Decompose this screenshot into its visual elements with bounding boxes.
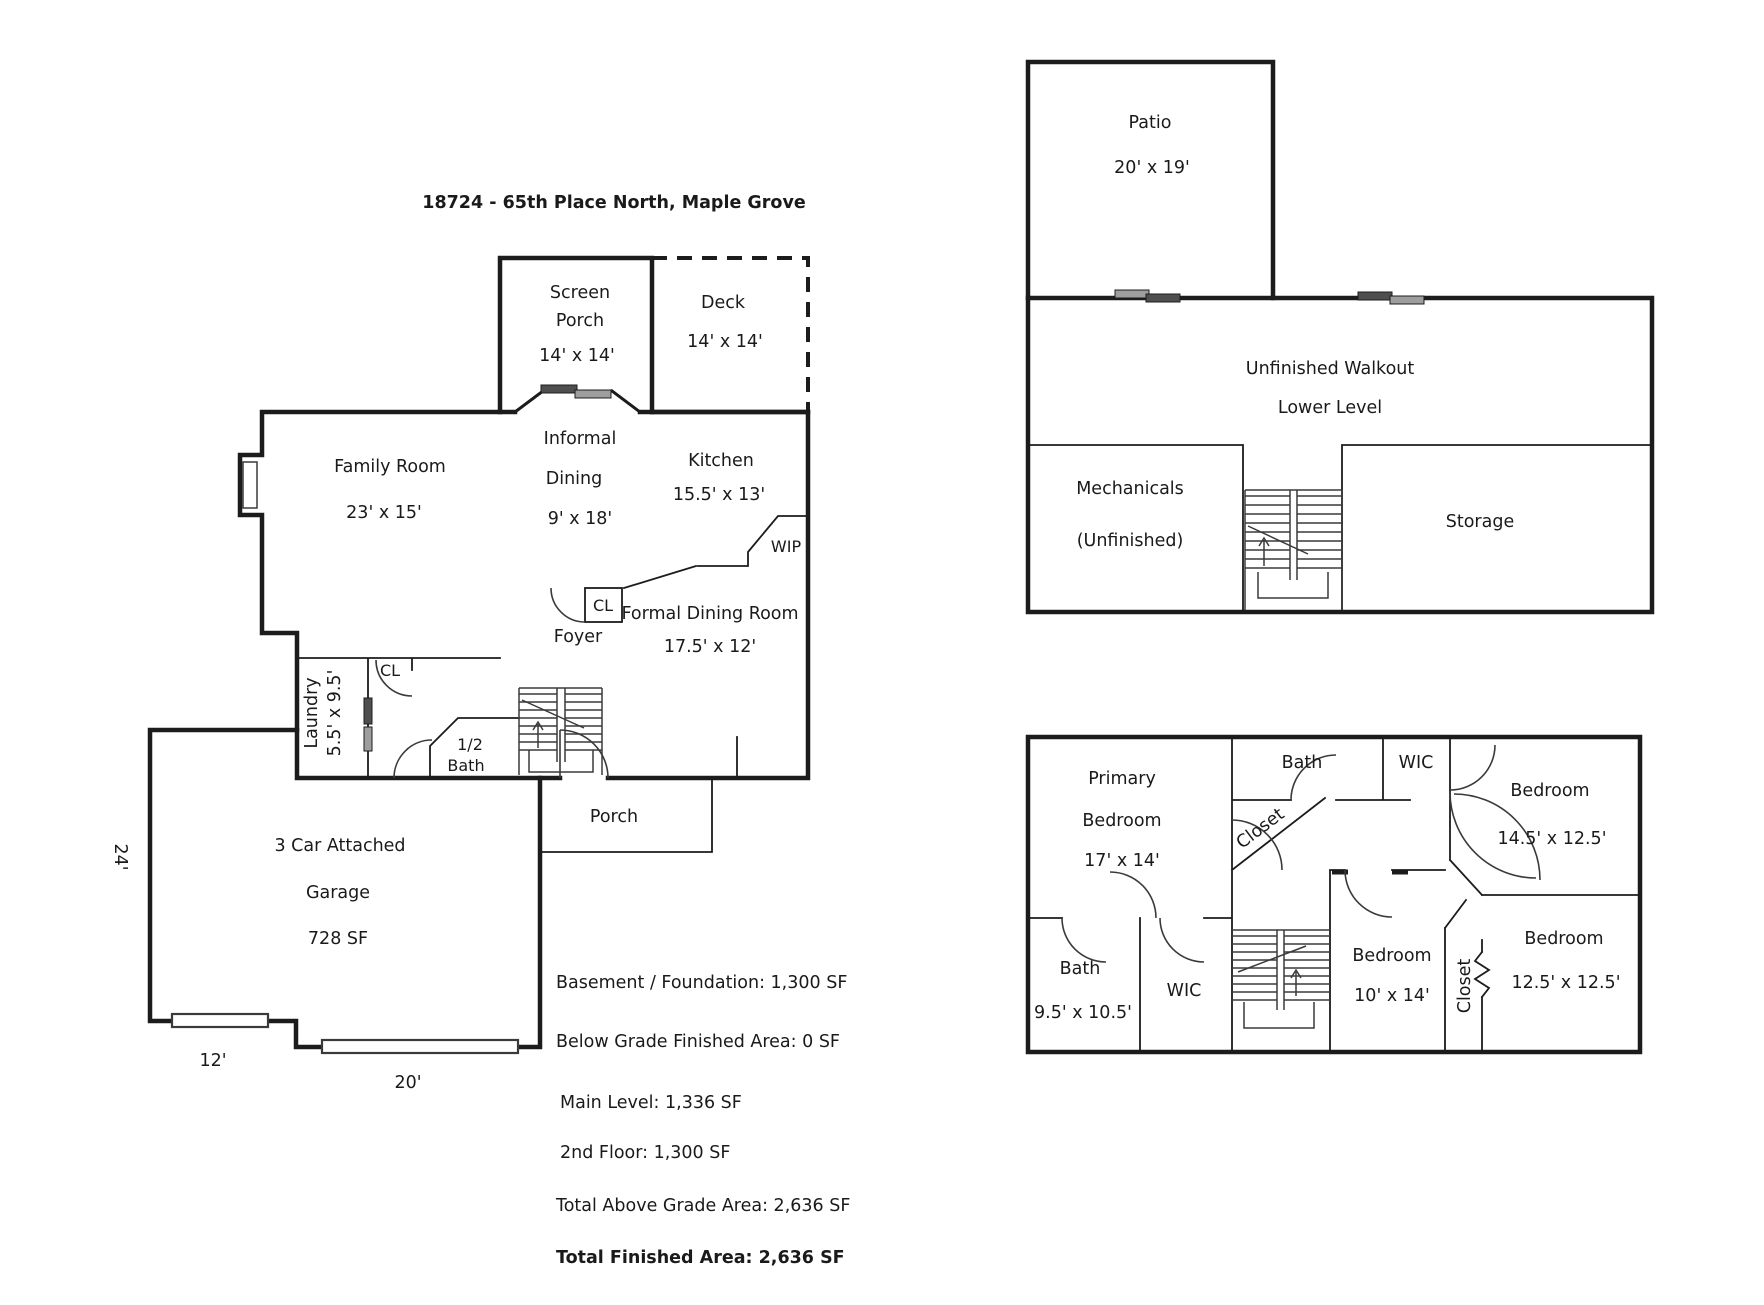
summary-total-finished: Total Finished Area: 2,636 SF: [556, 1248, 845, 1268]
summary-second-floor: 2nd Floor: 1,300 SF: [560, 1143, 730, 1163]
room-label-wic-top: WIC: [1399, 753, 1434, 773]
room-dims-bedroom-se: 12.5' x 12.5': [1511, 973, 1620, 993]
sliding-door-icon: [540, 384, 578, 394]
room-dims-kitchen: 15.5' x 13': [673, 485, 765, 505]
room-dims-patio: 20' x 19': [1114, 158, 1190, 178]
room-label-wic-lower: WIC: [1167, 981, 1202, 1001]
deck-dashed-walls: [652, 256, 810, 412]
dim-garage-depth: 24': [110, 843, 130, 870]
second-floor-outer-walls: [1025, 734, 1643, 1055]
summary-main-level: Main Level: 1,336 SF: [560, 1093, 742, 1113]
front-porch-walls: [539, 777, 713, 853]
room-label-laundry: Laundry: [302, 677, 322, 748]
room-label-walkout: Unfinished Walkout: [1246, 359, 1415, 379]
room-label-mechanicals: (Unfinished): [1077, 531, 1184, 551]
lower-level-plan: Patio 20' x 19' Unfinished Walkout Lower…: [1025, 59, 1655, 615]
room-label-bedroom-mid: Bedroom: [1352, 946, 1431, 966]
sliding-door-icon: [1114, 289, 1150, 299]
room-label-garage: 3 Car Attached: [274, 836, 405, 856]
room-label-patio: Patio: [1129, 113, 1172, 133]
room-label-garage: Garage: [306, 883, 370, 903]
room-label-hall-closet: CL: [380, 661, 400, 680]
garage-walls: [147, 727, 543, 1050]
room-dims-bath-lower: 9.5' x 10.5': [1034, 1003, 1132, 1023]
sliding-door-icon: [1145, 293, 1181, 303]
room-dims-garage: 728 SF: [308, 929, 368, 949]
garage-door-20ft-icon: [320, 1038, 520, 1055]
room-dims-formal-dining: 17.5' x 12': [664, 637, 756, 657]
foyer-closet-box: [584, 587, 623, 623]
main-level-plan: Screen Porch 14' x 14' Deck 14' x 14' Fa…: [110, 255, 811, 1093]
room-label-half-bath: 1/2: [457, 735, 483, 754]
sliding-door-icon: [1389, 295, 1425, 305]
room-label-bedroom-ne: Bedroom: [1510, 781, 1589, 801]
room-dims-bedroom-mid: 10' x 14': [1354, 986, 1430, 1006]
room-label-informal-dining: Dining: [546, 469, 603, 489]
room-label-primary-bedroom: Primary: [1088, 769, 1156, 789]
room-label-family-room: Family Room: [334, 457, 446, 477]
second-floor-plan: Primary Bedroom 17' x 14' Bath WIC Bedro…: [1025, 734, 1643, 1055]
room-dims-screen-porch: 14' x 14': [539, 346, 615, 366]
second-floor-stairs: [1232, 929, 1330, 1029]
room-label-closet-hall: Closet: [1233, 804, 1289, 853]
dim-garage-door-12: 12': [199, 1051, 226, 1071]
door-arcs-second-floor: [1061, 744, 1541, 963]
room-label-walkout: Lower Level: [1278, 398, 1382, 418]
room-dims-bedroom-ne: 14.5' x 12.5': [1497, 829, 1606, 849]
room-dims-family-room: 23' x 15': [346, 503, 422, 523]
room-label-foyer-closet: CL: [593, 596, 613, 615]
room-label-bath-lower: Bath: [1060, 959, 1101, 979]
summary-basement: Basement / Foundation: 1,300 SF: [556, 973, 847, 993]
room-label-bath-top: Bath: [1282, 753, 1323, 773]
room-dims-laundry: 5.5' x 9.5': [325, 670, 345, 757]
room-dims-primary-bedroom: 17' x 14': [1084, 851, 1160, 871]
area-summary: Basement / Foundation: 1,300 SF Below Gr…: [555, 973, 850, 1268]
room-label-primary-bedroom: Bedroom: [1082, 811, 1161, 831]
wall-break-squiggle: [1473, 950, 1491, 999]
room-label-storage: Storage: [1446, 512, 1514, 532]
lower-level-outer-walls: [1025, 295, 1655, 615]
room-label-mechanicals: Mechanicals: [1076, 479, 1184, 499]
lower-level-stairs: [1244, 489, 1343, 610]
room-label-deck: Deck: [701, 293, 746, 313]
room-label-pantry: WIP: [771, 537, 802, 556]
pocket-door-icon: [363, 726, 373, 752]
room-label-front-porch: Porch: [590, 807, 638, 827]
closet-diagonal-wall: [622, 564, 698, 590]
room-label-screen-porch: Porch: [556, 311, 604, 331]
main-house-outer-walls: [237, 409, 811, 781]
screen-porch-walls: [497, 255, 655, 415]
summary-below-grade: Below Grade Finished Area: 0 SF: [556, 1032, 840, 1052]
plan-title: 18724 - 65th Place North, Maple Grove: [422, 193, 806, 213]
main-level-stairs: [518, 687, 603, 775]
fireplace-icon: [242, 461, 258, 509]
door-arcs-main-level: [375, 587, 609, 779]
dim-garage-door-20: 20': [394, 1073, 421, 1093]
room-dims-deck: 14' x 14': [687, 332, 763, 352]
room-label-informal-dining: Informal: [544, 429, 617, 449]
sliding-door-icon: [1357, 291, 1393, 301]
patio-walls: [1025, 59, 1276, 301]
room-label-foyer: Foyer: [554, 627, 603, 647]
room-dims-informal-dining: 9' x 18': [548, 509, 613, 529]
room-label-closet-se: Closet: [1455, 959, 1475, 1014]
room-label-bedroom-se: Bedroom: [1524, 929, 1603, 949]
room-label-formal-dining: Formal Dining Room: [621, 604, 798, 624]
room-label-half-bath: Bath: [447, 756, 484, 775]
summary-total-above-grade: Total Above Grade Area: 2,636 SF: [555, 1196, 850, 1216]
garage-door-12ft-icon: [170, 1012, 270, 1029]
sliding-door-icon: [574, 389, 612, 399]
pocket-door-icon: [363, 697, 373, 725]
porch-chamfer-walls: [512, 388, 643, 415]
room-label-kitchen: Kitchen: [688, 451, 754, 471]
lower-level-interior-walls: [1027, 444, 1653, 613]
room-label-screen-porch: Screen: [550, 283, 610, 303]
